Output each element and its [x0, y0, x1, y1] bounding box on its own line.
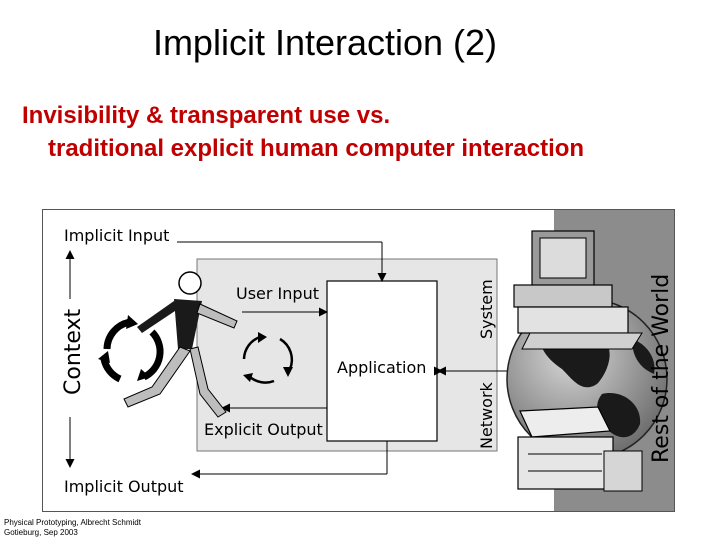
footer-line-2: Gotieburg, Sep 2003	[4, 528, 78, 537]
application-label: Application	[337, 358, 426, 377]
user-cycle-icon	[242, 335, 294, 384]
implicit-interaction-diagram: Implicit Input User Input Application Ex…	[42, 209, 675, 512]
subtitle-line-1: Invisibility & transparent use vs.	[22, 102, 391, 129]
footer: Physical Prototyping, Albrecht Schmidt G…	[4, 518, 141, 538]
computer-icon	[513, 230, 643, 350]
application-box	[326, 280, 438, 442]
context-label: Context	[61, 308, 86, 395]
footer-line-1: Physical Prototyping, Albrecht Schmidt	[4, 518, 141, 527]
subtitle-line-2: traditional explicit human computer inte…	[48, 135, 585, 162]
implicit-output-label: Implicit Output	[64, 477, 184, 496]
running-person-icon	[123, 271, 238, 418]
slide-title: Implicit Interaction (2)	[152, 22, 498, 63]
system-label: System	[477, 279, 496, 339]
explicit-output-label: Explicit Output	[204, 420, 323, 439]
network-label: Network	[477, 381, 496, 449]
implicit-input-label: Implicit Input	[64, 226, 169, 245]
printer-icon	[517, 406, 643, 492]
user-input-label: User Input	[236, 284, 319, 303]
rest-of-world-label: Rest of the World	[649, 274, 674, 463]
